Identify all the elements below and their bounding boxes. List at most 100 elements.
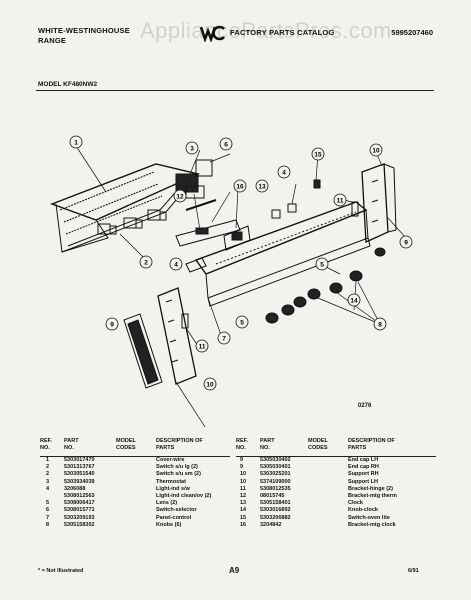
part-no-cell: 5305158302 xyxy=(64,521,95,528)
ref-no-cell: 12 xyxy=(240,492,247,499)
catalog-title: FACTORY PARTS CATALOG xyxy=(230,28,335,37)
part-no-cell: 3204842 xyxy=(260,521,282,528)
svg-text:15: 15 xyxy=(314,152,322,159)
ref-no-cell: 2 xyxy=(46,471,50,478)
wci-logo-icon xyxy=(200,25,225,42)
svg-text:9: 9 xyxy=(404,240,408,247)
description-cell: End cap LH xyxy=(348,457,379,463)
part-no-cell: 08015745 xyxy=(260,492,285,499)
part-no-cell: 5305030401 xyxy=(260,464,291,471)
svg-text:7: 7 xyxy=(222,336,226,343)
description-cell: Lens (2) xyxy=(156,500,178,507)
brand-name: WHITE-WESTINGHOUSE xyxy=(38,26,130,35)
page-number: A9 xyxy=(229,566,240,575)
parts-table-left: REF. NO. PART NO. MODEL CODES DESCRIPTIO… xyxy=(40,438,230,529)
description-cell: Cover-wire xyxy=(156,457,185,463)
callout-1: 1 xyxy=(69,135,83,149)
callout-7: 7 xyxy=(217,331,231,345)
table-row: 12 08015745 Bracket-mtg therm xyxy=(236,493,436,500)
ref-no-cell: 1 xyxy=(46,457,50,463)
svg-text:5: 5 xyxy=(320,262,324,269)
description-cell: Clock xyxy=(348,500,363,507)
part-no-cell: 5303209193 xyxy=(64,514,95,521)
callout-10a: 10 xyxy=(369,143,383,157)
description-cell: Switch s/u sm (2) xyxy=(156,471,201,478)
svg-text:9: 9 xyxy=(110,322,114,329)
description-cell: Switch s/u lg (2) xyxy=(156,464,198,471)
ref-no-cell: 9 xyxy=(240,457,244,463)
figure-number: 0276 xyxy=(358,403,372,409)
ref-no-header: REF. NO. xyxy=(236,438,248,451)
description-header: DESCRIPTION OF PARTS xyxy=(156,438,203,451)
ref-no-cell: 2 xyxy=(46,464,50,471)
control-panel-part xyxy=(194,201,371,307)
table-row: 9 5305030402 End cap LH xyxy=(236,457,436,464)
part-no-cell: 5305030402 xyxy=(260,457,291,463)
svg-text:4: 4 xyxy=(174,262,178,269)
description-cell: Bracket-mtg therm xyxy=(348,492,397,499)
ref-no-cell: 8 xyxy=(46,521,50,528)
callout-11b: 11 xyxy=(195,339,209,353)
description-cell: Thermostat xyxy=(156,478,186,485)
ref-no-cell: 15 xyxy=(240,514,247,521)
callout-2: 2 xyxy=(139,255,153,269)
clock-bracket-part xyxy=(175,219,241,247)
svg-text:3: 3 xyxy=(190,146,194,153)
left-support-part xyxy=(123,287,197,389)
knob-parts xyxy=(265,247,386,324)
svg-text:5: 5 xyxy=(240,320,244,327)
table-header: REF. NO. PART NO. MODEL CODES DESCRIPTIO… xyxy=(40,438,230,457)
svg-text:16: 16 xyxy=(236,184,244,191)
not-illustrated-note: * = Not Illustrated xyxy=(38,568,84,574)
ref-no-cell: 13 xyxy=(240,500,247,507)
model-label: MODEL KF480NW2 xyxy=(38,81,98,88)
svg-text:13: 13 xyxy=(258,184,266,191)
right-support-part xyxy=(361,163,397,243)
watermark: AppliancePartsPros.com xyxy=(140,18,392,43)
svg-text:4: 4 xyxy=(282,170,286,177)
part-no-cell: 5303025201 xyxy=(260,471,291,478)
thermostat-part xyxy=(175,159,217,211)
svg-text:2: 2 xyxy=(144,260,148,267)
callout-10b: 10 xyxy=(203,377,217,391)
callout-8: 8 xyxy=(373,317,387,331)
clock-part xyxy=(223,225,251,251)
part-no-header: PART NO. xyxy=(260,438,275,451)
ref-no-header: REF. NO. xyxy=(40,438,52,451)
description-cell: End cap RH xyxy=(348,464,379,471)
ref-no-cell: 7 xyxy=(46,514,50,521)
callout-5b: 5 xyxy=(235,315,249,329)
description-header: DESCRIPTION OF PARTS xyxy=(348,438,395,451)
part-no-cell: 5303934039 xyxy=(64,478,95,485)
description-cell: Knob-clock xyxy=(348,507,378,514)
parts-table-right: REF. NO. PART NO. MODEL CODES DESCRIPTIO… xyxy=(236,438,436,529)
description-cell: Support LH xyxy=(348,478,378,485)
part-no-cell: 5308015771 xyxy=(64,507,95,514)
exploded-parts-diagram: 1 2 3 4 4 5 5 6 7 8 9 9 10 10 11 11 12 1… xyxy=(50,135,413,427)
svg-text:12: 12 xyxy=(176,194,184,201)
svg-text:8: 8 xyxy=(378,322,382,329)
callout-4b: 4 xyxy=(169,257,183,271)
part-no-cell: 5305158401 xyxy=(260,500,291,507)
part-no-header: PART NO. xyxy=(64,438,79,451)
description-cell: Light-ind s/w xyxy=(156,485,190,492)
svg-text:14: 14 xyxy=(350,298,358,305)
ref-no-cell: 16 xyxy=(240,521,247,528)
callout-3: 3 xyxy=(185,141,199,155)
model-codes-header: MODEL CODES xyxy=(308,438,328,451)
header-divider xyxy=(36,90,434,91)
ref-no-cell: 6 xyxy=(46,507,50,514)
